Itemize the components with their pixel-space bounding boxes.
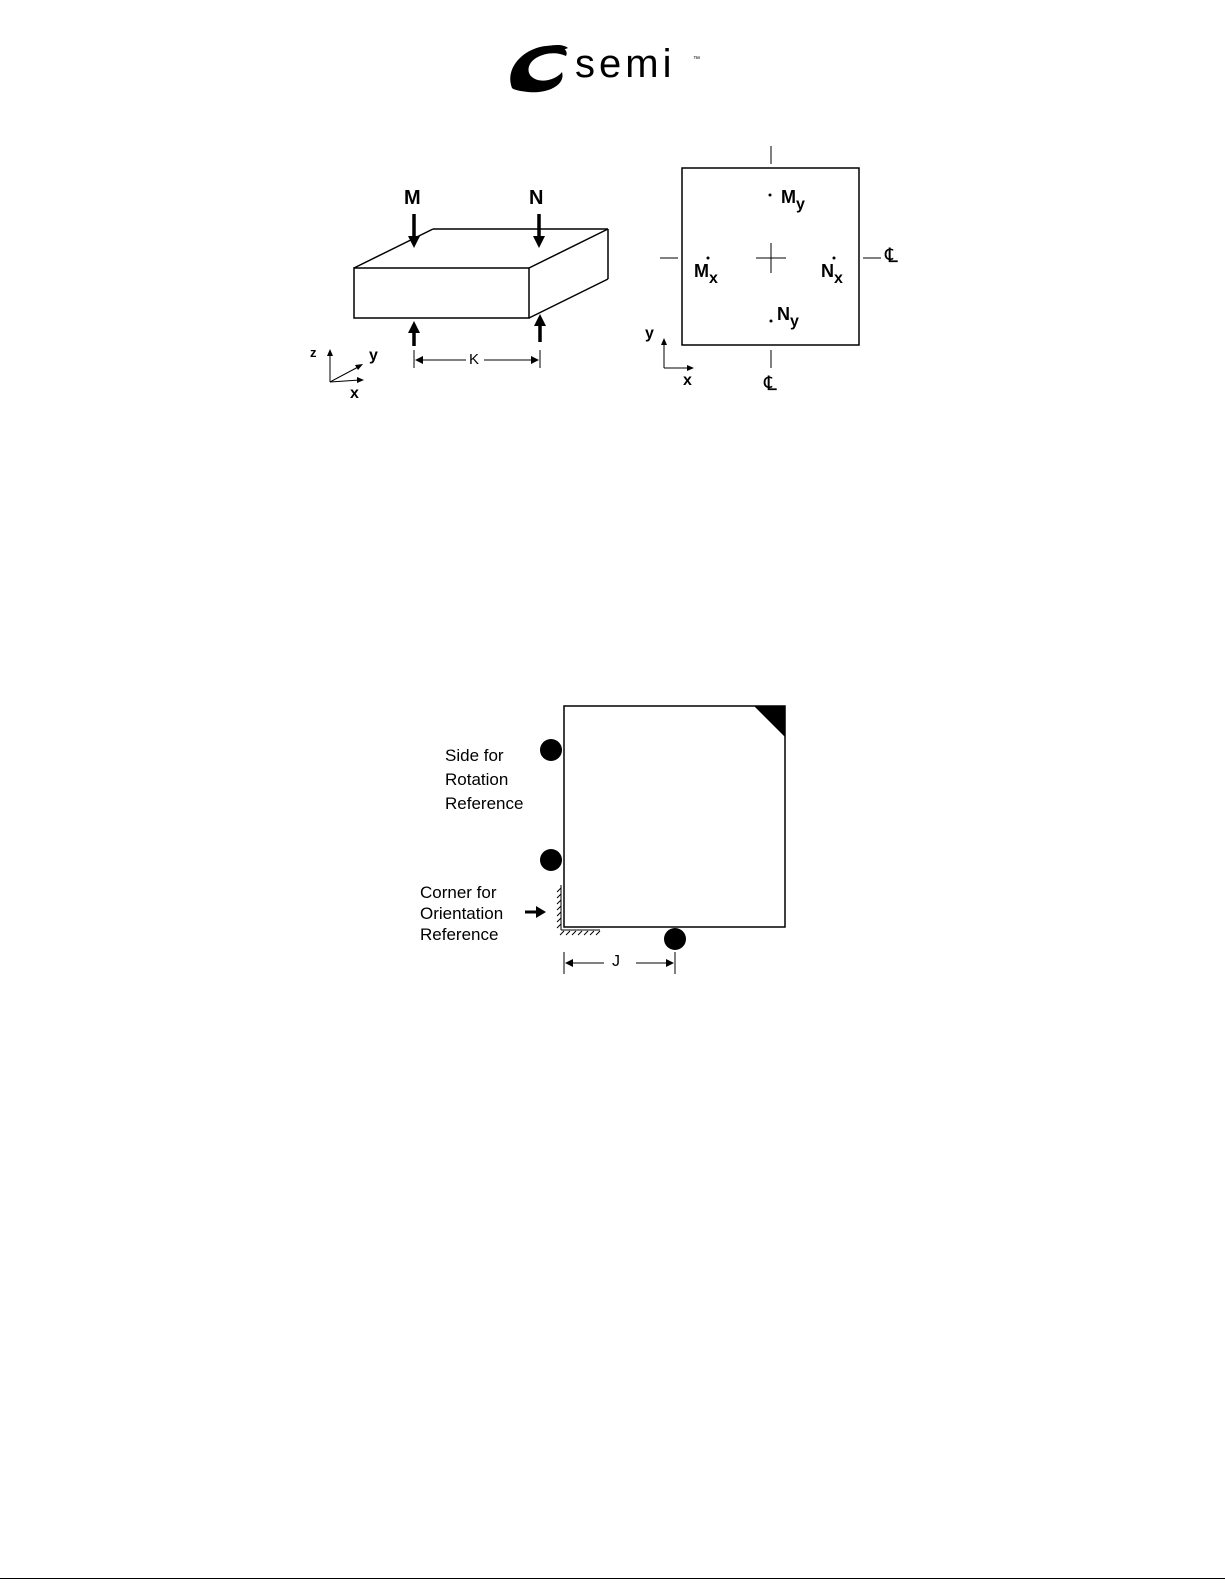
corner-arrow xyxy=(525,906,546,918)
dimension-j-label: J xyxy=(612,953,620,971)
footer-rule xyxy=(0,1578,1225,1579)
locating-pins xyxy=(540,739,686,950)
substrate-outline xyxy=(564,706,785,927)
corner-orientation-label: Corner for Orientation Reference xyxy=(420,882,503,945)
side-rotation-label: Side for Rotation Reference xyxy=(445,744,523,816)
orientation-diagram xyxy=(0,0,1225,1000)
